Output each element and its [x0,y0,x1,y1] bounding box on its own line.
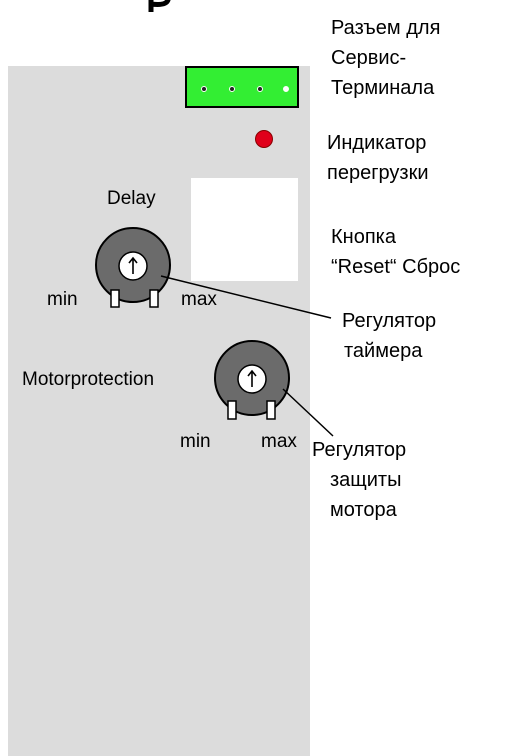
timer-leader-line [160,275,332,319]
connector-callout: Разъем для Сервис- Терминала [331,13,440,103]
motor-leader-line [282,388,334,437]
delay-max-label: max [181,289,217,310]
callout-line: перегрузки [327,162,429,184]
callout-line: защиты [330,469,402,491]
callout-line: мотора [330,499,397,521]
motor-min-label: min [180,431,211,452]
motorprotection-label: Motorprotection [22,369,155,390]
motorprotection-knob[interactable] [214,340,290,420]
callout-line: Регулятор [312,439,407,461]
callout-line: Индикатор [327,132,427,154]
title-fragment [148,0,171,12]
connector-pin [229,86,235,92]
callout-line: Сервис- [331,47,407,69]
connector-pin [257,86,263,92]
connector-pin [283,86,289,92]
service-terminal-connector[interactable] [185,66,299,108]
callout-line: Разъем для [331,17,441,39]
timer-callout: Регулятор таймера [342,306,436,366]
delay-label: Delay [107,188,156,209]
callout-line: Кнопка [331,226,396,248]
callout-line: Терминала [331,77,435,99]
motor-max-label: max [261,431,297,452]
delay-min-label: min [47,289,78,310]
reset-button[interactable] [191,178,298,281]
motor-callout: Регулятор защиты мотора [312,435,406,525]
connector-pin [201,86,207,92]
reset-callout: Кнопка “Reset“ Сброс [331,222,460,282]
delay-knob[interactable] [95,227,171,308]
callout-line: таймера [344,340,423,362]
led-callout: Индикатор перегрузки [327,128,428,188]
callout-line: Регулятор [342,310,437,332]
callout-line: “Reset“ Сброс [331,256,461,278]
overload-indicator-led [255,130,273,148]
